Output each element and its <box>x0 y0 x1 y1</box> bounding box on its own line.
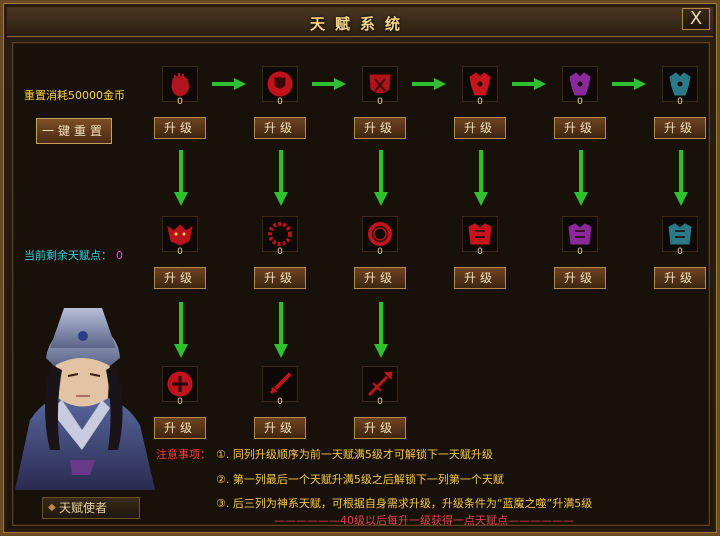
upgrade-button[interactable]: 升级 <box>354 417 406 439</box>
demon-mask-talent-slot[interactable] <box>162 216 198 252</box>
down-arrow-icon <box>574 150 588 206</box>
upgrade-button[interactable]: 升级 <box>154 417 206 439</box>
talent-level: 0 <box>477 247 483 257</box>
close-button[interactable]: X <box>682 8 710 30</box>
upgrade-button[interactable]: 升级 <box>154 267 206 289</box>
armor-talent-slot[interactable] <box>562 66 598 102</box>
talent-level: 0 <box>677 247 683 257</box>
talent-level: 0 <box>577 97 583 107</box>
cross-shield-icon <box>167 371 193 397</box>
ring-talent-slot[interactable] <box>362 216 398 252</box>
chest-armor-talent-slot[interactable] <box>662 216 698 252</box>
title-bar: 天赋系统 <box>7 7 713 37</box>
crest-talent-slot[interactable] <box>362 66 398 102</box>
note-line-2: ②. 第一列最后一个天赋升满5级之后解锁下一列第一个天赋 <box>216 473 504 486</box>
remaining-points: 当前剩余天赋点： 0 <box>24 247 123 263</box>
shield-talent-slot[interactable] <box>262 66 298 102</box>
talent-level: 0 <box>177 97 183 107</box>
talent-level: 0 <box>277 247 283 257</box>
armor-icon <box>469 72 491 96</box>
armor-icon <box>569 72 591 96</box>
bead-ring-icon <box>268 222 292 246</box>
right-arrow-icon <box>512 78 546 90</box>
talent-level: 0 <box>377 397 383 407</box>
upgrade-button[interactable]: 升级 <box>354 117 406 139</box>
remaining-points-value: 0 <box>116 249 123 262</box>
talent-point-rule: ——————40级以后每升一级获得一点天赋点—————— <box>274 514 574 527</box>
talent-level: 0 <box>277 97 283 107</box>
down-arrow-icon <box>474 150 488 206</box>
reset-all-button[interactable]: 一键重置 <box>36 118 112 144</box>
right-arrow-icon <box>412 78 446 90</box>
ring-icon <box>368 222 392 246</box>
remaining-points-label: 当前剩余天赋点： <box>24 249 112 262</box>
envoy-portrait <box>15 308 155 490</box>
down-arrow-icon <box>374 302 388 358</box>
envoy-nameplate: ◆ 天赋使者 <box>42 497 140 519</box>
cross-shield-talent-slot[interactable] <box>162 366 198 402</box>
talent-level: 0 <box>577 247 583 257</box>
window-title: 天赋系统 <box>309 15 410 33</box>
sword-talent-slot[interactable] <box>262 366 298 402</box>
notes-heading: 注意事项： <box>156 448 211 461</box>
upgrade-button[interactable]: 升级 <box>254 117 306 139</box>
fist-talent-slot[interactable] <box>162 66 198 102</box>
demon-mask-icon <box>167 224 193 246</box>
upgrade-button[interactable]: 升级 <box>554 117 606 139</box>
down-arrow-icon <box>274 150 288 206</box>
talent-level: 0 <box>477 97 483 107</box>
upgrade-button[interactable]: 升级 <box>254 267 306 289</box>
note-line-3: ③. 后三列为神系天赋，可根据自身需求升级，升级条件为“蓝魔之噬”升满5级 <box>216 497 593 510</box>
armor-talent-slot[interactable] <box>662 66 698 102</box>
bead-ring-talent-slot[interactable] <box>262 216 298 252</box>
shield-icon <box>267 71 293 97</box>
chest-armor-icon <box>468 223 492 245</box>
right-arrow-icon <box>312 78 346 90</box>
talent-level: 0 <box>377 97 383 107</box>
armor-talent-slot[interactable] <box>462 66 498 102</box>
fist-icon <box>171 73 190 97</box>
right-arrow-icon <box>612 78 646 90</box>
chest-armor-talent-slot[interactable] <box>562 216 598 252</box>
down-arrow-icon <box>174 302 188 358</box>
upgrade-button[interactable]: 升级 <box>354 267 406 289</box>
talent-level: 0 <box>677 97 683 107</box>
note-line-1: ①. 同列升级顺序为前一天赋满5级才可解锁下一天赋升级 <box>216 448 493 461</box>
upgrade-button[interactable]: 升级 <box>454 117 506 139</box>
talent-level: 0 <box>277 397 283 407</box>
spear-talent-slot[interactable] <box>362 366 398 402</box>
down-arrow-icon <box>274 302 288 358</box>
down-arrow-icon <box>674 150 688 206</box>
envoy-name: 天赋使者 <box>59 501 108 515</box>
upgrade-button[interactable]: 升级 <box>654 267 706 289</box>
crest-icon <box>369 74 391 94</box>
sword-icon <box>269 372 292 395</box>
upgrade-button[interactable]: 升级 <box>154 117 206 139</box>
chest-armor-talent-slot[interactable] <box>462 216 498 252</box>
down-arrow-icon <box>374 150 388 206</box>
spear-icon <box>367 371 393 397</box>
diamond-icon: ◆ <box>48 502 56 513</box>
right-arrow-icon <box>212 78 246 90</box>
chest-armor-icon <box>568 223 592 245</box>
upgrade-button[interactable]: 升级 <box>254 417 306 439</box>
armor-icon <box>669 72 691 96</box>
upgrade-button[interactable]: 升级 <box>454 267 506 289</box>
talent-level: 0 <box>177 247 183 257</box>
upgrade-button[interactable]: 升级 <box>554 267 606 289</box>
talent-level: 0 <box>377 247 383 257</box>
upgrade-button[interactable]: 升级 <box>654 117 706 139</box>
down-arrow-icon <box>174 150 188 206</box>
chest-armor-icon <box>668 223 692 245</box>
talent-level: 0 <box>177 397 183 407</box>
reset-cost-text: 重置消耗50000金币 <box>24 89 125 102</box>
